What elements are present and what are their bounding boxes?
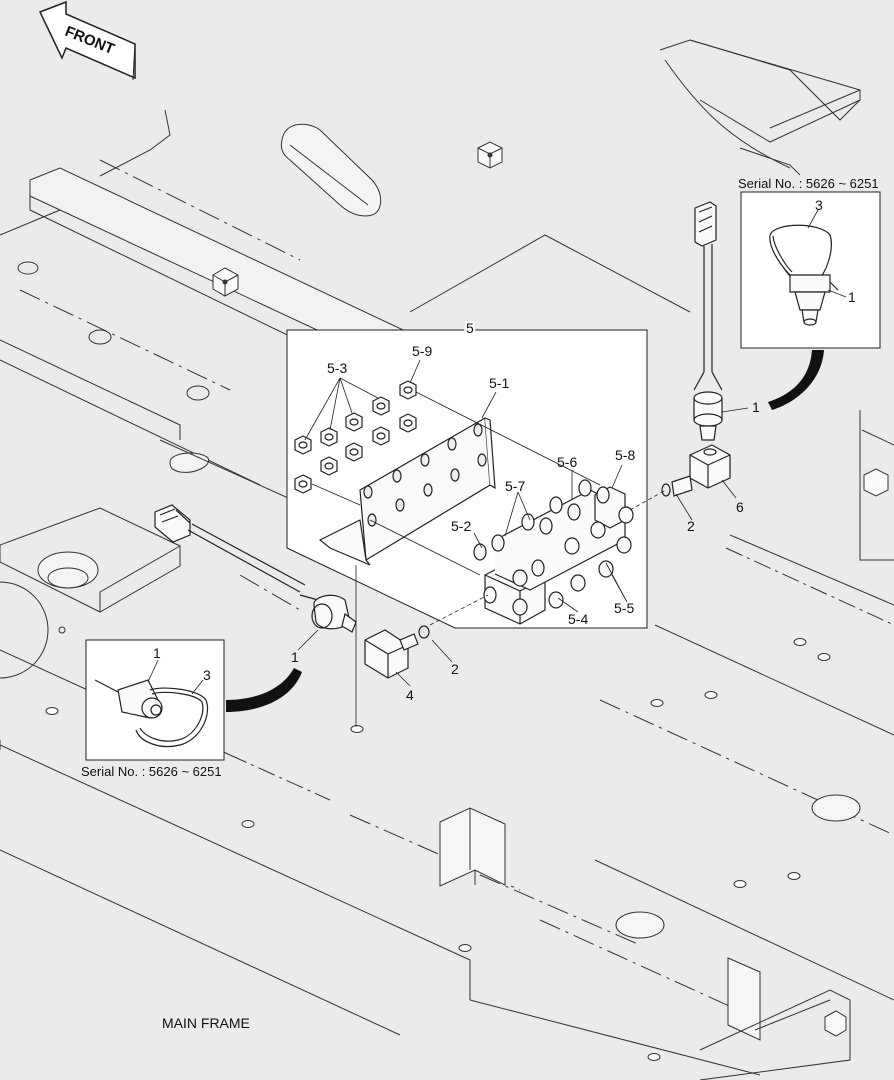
callout-5-3: 5-3 (327, 360, 347, 376)
callout-5: 5 (466, 320, 474, 336)
callout-2-right: 2 (687, 518, 695, 534)
callout-1-left: 1 (291, 649, 299, 665)
pressure-switch-left (154, 504, 430, 679)
inset-right: Serial No. : 5626 ~ 6251 3 1 (738, 176, 881, 410)
callout-5-2: 5-2 (451, 518, 471, 534)
callout-5-8: 5-8 (615, 447, 635, 463)
callout-5-9: 5-9 (412, 343, 432, 359)
callout-6: 6 (736, 499, 744, 515)
inset-right-callout-3: 3 (815, 197, 823, 213)
manifold (473, 479, 634, 625)
serial-number-left: Serial No. : 5626 ~ 6251 (81, 764, 222, 779)
inset-left-callout-3: 3 (203, 667, 211, 683)
main-frame (0, 39, 894, 1080)
callout-5-1: 5-1 (489, 375, 509, 391)
valve-group-box: 5 (286, 318, 648, 727)
callout-5-4: 5-4 (568, 611, 588, 627)
inset-left-callout-1: 1 (153, 645, 161, 661)
bracket (318, 417, 496, 566)
callout-1-right: 1 (752, 399, 760, 415)
callout-4: 4 (406, 687, 414, 703)
inset-right-callout-1: 1 (848, 289, 856, 305)
pressure-switch-right (661, 201, 731, 497)
serial-number-right: Serial No. : 5626 ~ 6251 (738, 176, 879, 191)
callout-5-6: 5-6 (557, 454, 577, 470)
inset-left: Serial No. : 5626 ~ 6251 1 3 (81, 639, 302, 779)
callout-5-5-upper: 5-5 (614, 600, 634, 616)
callout-2-left: 2 (451, 661, 459, 677)
nut-set (294, 380, 417, 494)
main-frame-label: MAIN FRAME (162, 1015, 250, 1031)
callout-5-7: 5-7 (505, 478, 525, 494)
